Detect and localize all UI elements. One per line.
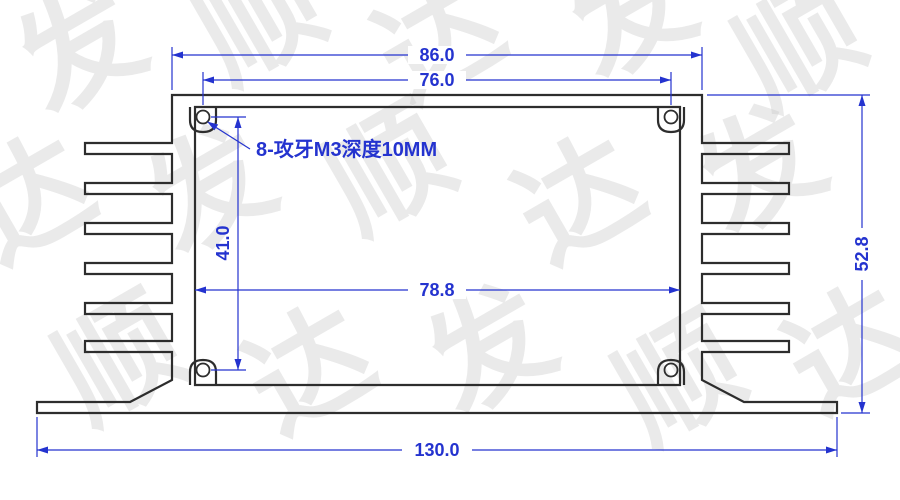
arrowhead [660, 76, 671, 84]
extension-line [202, 72, 672, 105]
leader-line [208, 122, 251, 150]
dim-text-hole-spacing: 76.0 [419, 70, 454, 90]
dim-text-background [851, 228, 873, 280]
dim-text-top-width: 86.0 [419, 45, 454, 65]
dimension-inner-height: 41.0 [211, 116, 246, 371]
arrowhead [234, 117, 242, 128]
dim-text-inner-height: 41.0 [213, 225, 233, 260]
tapped-hole-bottom-left [195, 362, 211, 378]
heatsink-profile [35, 93, 839, 415]
dimension-overall-height: 52.8 [707, 94, 873, 414]
dim-text-background [408, 46, 466, 64]
leader-annotation: 8-攻牙M3深度10MM [207, 121, 437, 161]
arrowhead [858, 402, 866, 413]
arrowhead [203, 76, 214, 84]
tapped-hole-bottom-right [663, 362, 679, 378]
tapped-hole-top-right [663, 109, 679, 125]
dimension-hole-spacing: 76.0 [202, 70, 672, 105]
screw-boss-bottom-left [188, 358, 218, 385]
profile-inner-cavity [193, 105, 682, 387]
extension-line [171, 47, 703, 90]
arrowhead [858, 95, 866, 106]
profile-outer-outline [35, 93, 839, 415]
arrowhead [669, 286, 680, 294]
arrowhead [826, 446, 837, 454]
dim-text-background [408, 71, 466, 89]
dim-text-background [408, 281, 466, 299]
arrowhead [234, 359, 242, 370]
extension-line [211, 116, 246, 371]
dim-text-inner-width: 78.8 [419, 280, 454, 300]
screw-boss-bottom-right [656, 358, 686, 385]
arrowhead [37, 446, 48, 454]
dimension-top-width: 86.0 [171, 45, 703, 90]
dimension-inner-width: 78.8 [195, 280, 680, 300]
dim-text-background [402, 441, 472, 459]
dim-text-overall-height: 52.8 [852, 236, 872, 271]
arrowhead [195, 286, 206, 294]
arrowhead [172, 51, 183, 59]
annotation-tapped-holes: 8-攻牙M3深度10MM [256, 137, 437, 161]
tapped-hole-top-left [195, 109, 211, 125]
dimension-base-width: 130.0 [36, 417, 838, 460]
extension-line [707, 94, 870, 414]
screw-boss-top-right [656, 107, 686, 134]
arrowhead [691, 51, 702, 59]
dim-text-base-width: 130.0 [414, 440, 459, 460]
